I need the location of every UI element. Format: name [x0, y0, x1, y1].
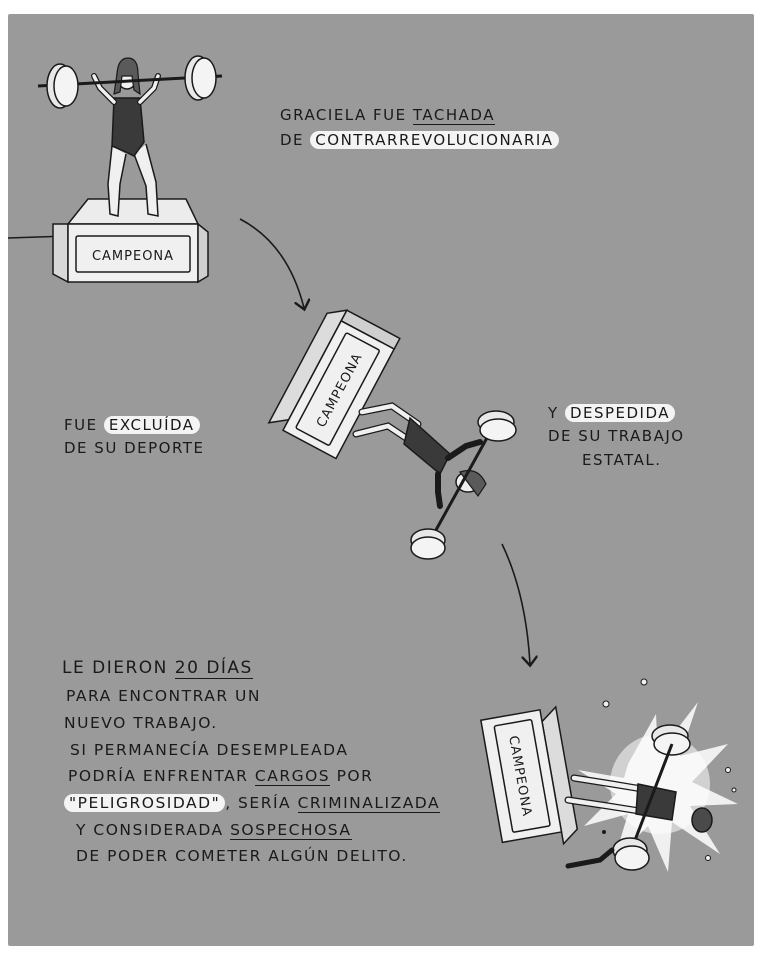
- pedestal-label: CAMPEONA: [92, 249, 174, 264]
- caption-text: GRACIELA FUE: [280, 106, 413, 124]
- illustration-layer: CAMPEONA: [8, 55, 738, 872]
- crashed-weightlifter: CAMPEONA: [480, 678, 738, 872]
- caption-bottom: LE DIERON 20 DÍAS PARA ENCONTRAR UN NUEV…: [62, 654, 441, 870]
- highlighted-word: "PELIGROSIDAD": [64, 793, 226, 812]
- caption-text: Y CONSIDERADA: [76, 820, 231, 839]
- caption-text: , SERÍA: [225, 793, 298, 812]
- underlined-word: CRIMINALIZADA: [297, 793, 441, 813]
- caption-left-line-2: DE SU DEPORTE: [64, 439, 205, 458]
- caption-bottom-line-7: Y CONSIDERADA SOSPECHOSA: [62, 817, 440, 844]
- underlined-word: CARGOS: [254, 767, 331, 787]
- caption-right-line-2: DE SU TRABAJO: [548, 427, 685, 446]
- caption-left: FUE EXCLUÍDA DE SU DEPORTE: [64, 414, 204, 461]
- caption-text: LE DIERON: [62, 658, 175, 678]
- highlighted-word: CONTRARREVOLUCIONARIA: [310, 131, 559, 150]
- caption-top: GRACIELA FUE TACHADA DE CONTRARREVOLUCIO…: [280, 104, 559, 153]
- underlined-word: TACHADA: [412, 106, 495, 125]
- caption-bottom-line-4: SI PERMANECÍA DESEMPLEADA: [70, 740, 349, 759]
- underlined-word: SOSPECHOSA: [230, 820, 352, 840]
- caption-top-line-2: DE CONTRARREVOLUCIONARIA: [280, 129, 559, 152]
- caption-top-line-1: GRACIELA FUE TACHADA: [280, 104, 559, 127]
- highlighted-word: EXCLUÍDA: [103, 416, 200, 434]
- arrow-1: [239, 218, 304, 308]
- caption-left-line-1: FUE EXCLUÍDA: [64, 414, 204, 437]
- underlined-word: 20 DÍAS: [174, 658, 253, 679]
- caption-bottom-line-3: NUEVO TRABAJO.: [64, 713, 218, 732]
- caption-text: PODRÍA ENFRENTAR: [68, 767, 255, 786]
- arrow-2: [501, 543, 530, 664]
- caption-text: DE: [280, 131, 311, 150]
- caption-bottom-line-6: "PELIGROSIDAD", SERÍA CRIMINALIZADA: [62, 790, 441, 817]
- caption-text: Y: [548, 404, 565, 422]
- caption-right: Y DESPEDIDA DE SU TRABAJO ESTATAL.: [548, 402, 685, 472]
- caption-right-line-1: Y DESPEDIDA: [548, 402, 685, 425]
- caption-bottom-line-5: PODRÍA ENFRENTAR CARGOS POR: [62, 763, 440, 790]
- caption-bottom-line-1: LE DIERON 20 DÍAS: [62, 654, 440, 683]
- standing-weightlifter: CAMPEONA: [37, 55, 223, 284]
- caption-text: FUE: [64, 416, 104, 434]
- caption-bottom-line-2: PARA ENCONTRAR UN: [66, 687, 261, 706]
- caption-right-line-3: ESTATAL.: [582, 450, 662, 469]
- caption-bottom-line-8: DE PODER COMETER ALGÚN DELITO.: [76, 847, 408, 866]
- caption-text: POR: [330, 767, 374, 786]
- highlighted-word: DESPEDIDA: [564, 404, 676, 422]
- falling-weightlifter: CAMPEONA: [267, 309, 517, 560]
- comic-panel: CAMPEONA: [8, 14, 754, 946]
